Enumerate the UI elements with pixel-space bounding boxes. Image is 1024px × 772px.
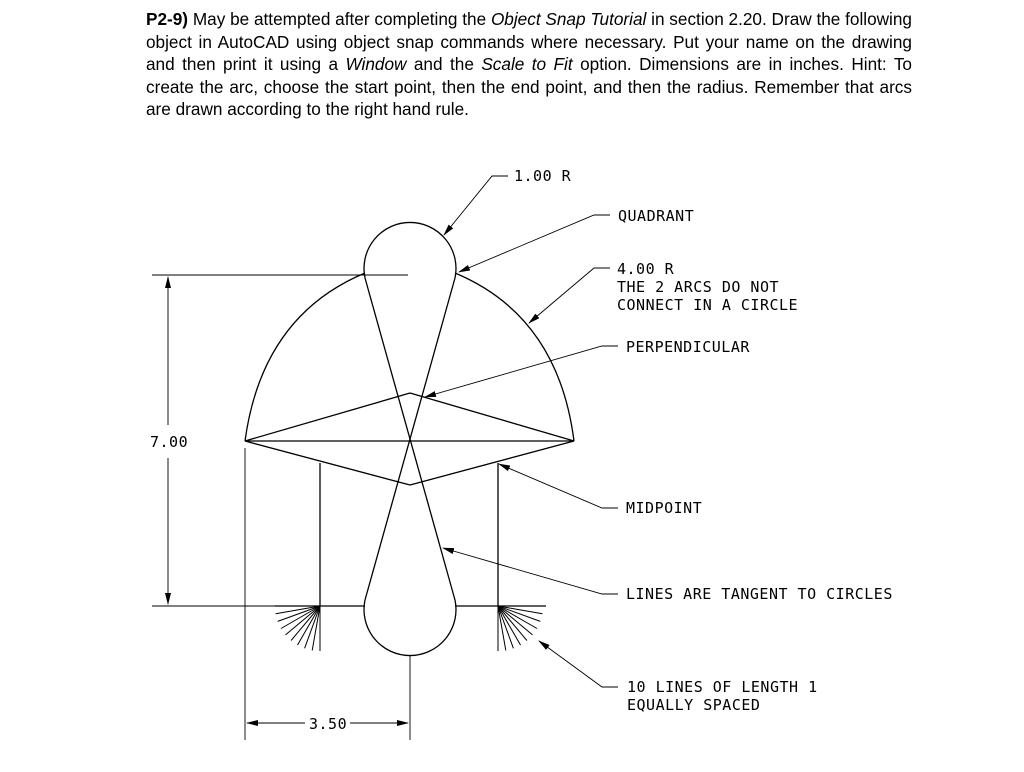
top-circle-arc <box>363 221 457 279</box>
leader-radius-small <box>443 175 508 236</box>
leader-ten-lines <box>538 640 618 688</box>
label-ten-lines-2: EQUALLY SPACED <box>627 696 760 714</box>
label-radius-small: 1.00 R <box>514 167 572 185</box>
tangent-line-2 <box>364 277 456 601</box>
left-fan-lines <box>275 605 321 651</box>
label-perpendicular: PERPENDICULAR <box>626 338 750 356</box>
label-arcs-note-2: CONNECT IN A CIRCLE <box>617 296 798 314</box>
label-arcs-note-1: THE 2 ARCS DO NOT <box>617 278 779 296</box>
leader-tangent <box>442 547 618 595</box>
leader-big-radius <box>528 267 610 324</box>
leader-lines <box>424 175 618 688</box>
problem-text-scale: Scale to Fit <box>481 54 573 75</box>
problem-text-tutorial: Object Snap Tutorial <box>490 9 647 29</box>
label-height: 7.00 <box>150 433 188 451</box>
dimension-geometry <box>152 274 411 740</box>
problem-text-3: and the <box>406 54 482 75</box>
label-midpoint: MIDPOINT <box>626 499 702 517</box>
label-big-radius: 4.00 R <box>617 260 675 278</box>
bottom-circle-arc <box>363 599 457 657</box>
left-upper-diagonal <box>244 392 411 442</box>
left-big-arc <box>244 272 366 442</box>
label-quadrant: QUADRANT <box>618 207 694 225</box>
object-geometry <box>244 221 575 657</box>
right-upper-diagonal <box>409 392 575 442</box>
right-fan-lines <box>497 605 543 651</box>
left-lower-diagonal <box>244 440 411 486</box>
right-big-arc <box>454 272 575 442</box>
label-width: 3.50 <box>309 715 347 733</box>
problem-text-window: Window <box>345 54 407 75</box>
problem-number: P2-9) <box>146 9 189 29</box>
problem-text-4: option. Dimensions are in inches. Hint: … <box>146 54 912 120</box>
leader-midpoint <box>498 463 618 509</box>
right-lower-diagonal <box>409 440 575 486</box>
leader-perpendicular <box>424 345 618 398</box>
problem-text-1: May be attempted after completing the <box>188 9 491 29</box>
problem-statement: P2-9) May be attempted after completing … <box>146 8 912 121</box>
label-tangent: LINES ARE TANGENT TO CIRCLES <box>626 585 893 603</box>
problem-text-2: in section 2.20. Draw the following obje… <box>146 9 912 75</box>
label-ten-lines-1: 10 LINES OF LENGTH 1 <box>627 678 818 696</box>
leader-quadrant <box>458 214 610 273</box>
